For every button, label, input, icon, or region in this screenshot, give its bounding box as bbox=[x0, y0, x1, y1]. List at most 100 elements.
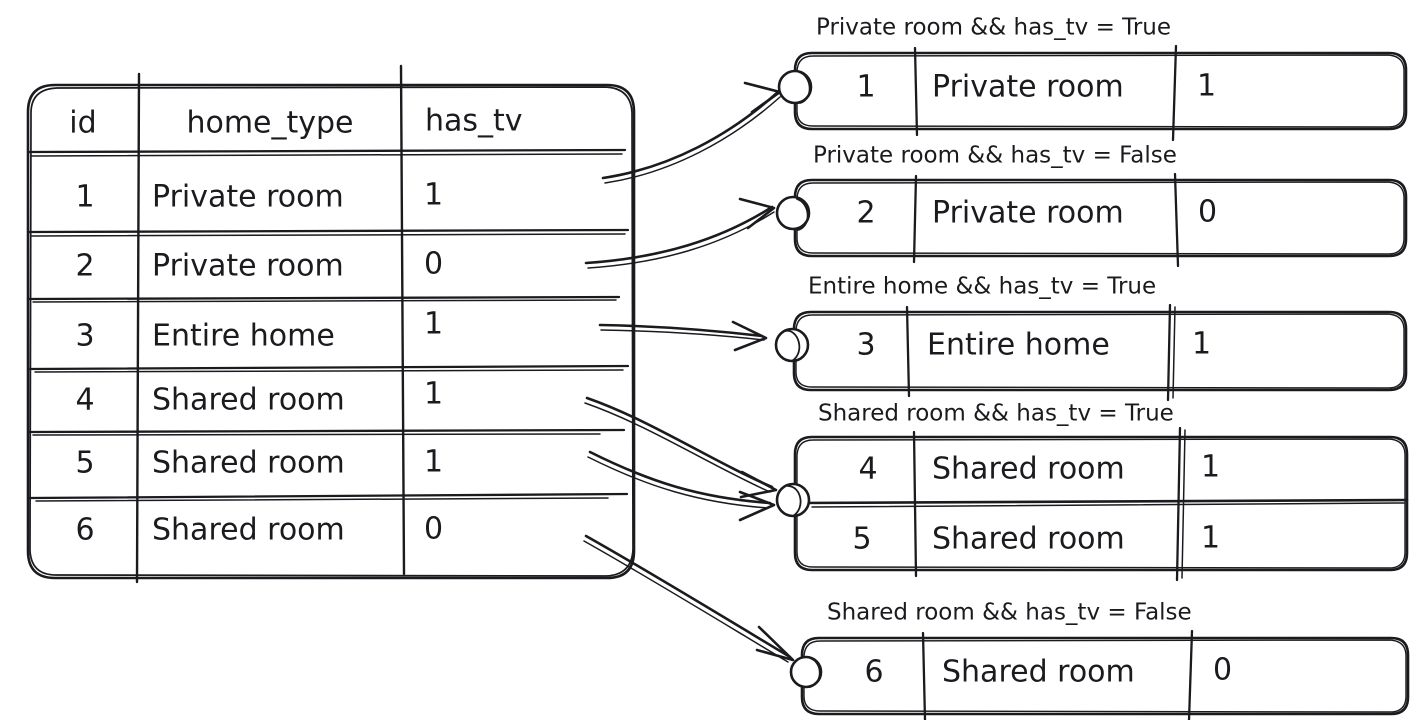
group-box-5-col-divider-2 bbox=[1187, 629, 1194, 720]
cell-home-type: Shared room bbox=[942, 655, 1135, 690]
cell-has-tv: 1 bbox=[1201, 450, 1220, 485]
group-box-1-row: 1 Private room 1 bbox=[856, 69, 1216, 105]
arrow-row-2-to-group-2 bbox=[584, 197, 776, 269]
group-label: Shared room && has_tv = True bbox=[818, 401, 1174, 427]
cell-home-type: Private room bbox=[152, 249, 344, 284]
source-table-row-divider-5 bbox=[27, 492, 629, 500]
source-table-row-divider-2 bbox=[26, 295, 621, 301]
group-box-1-connector-node bbox=[777, 69, 813, 105]
group-box-5-connector-node bbox=[789, 655, 823, 689]
group-box-3-connector-node-2 bbox=[784, 330, 801, 362]
source-table-header-divider bbox=[26, 148, 627, 154]
group-box-2-row: 2 Private room 0 bbox=[856, 195, 1217, 231]
cell-has-tv: 1 bbox=[1201, 521, 1220, 556]
group-box-2-connector-node bbox=[775, 195, 811, 231]
source-table-row-divider-4 bbox=[26, 428, 626, 434]
group-box-2-col-divider-2 bbox=[1173, 172, 1180, 268]
group-box-2-border-2 bbox=[796, 181, 1405, 255]
source-table-border-2 bbox=[29, 86, 634, 577]
arrow-row-4-to-group-4 bbox=[584, 396, 778, 499]
group-box-2-col-divider-1 bbox=[912, 174, 918, 264]
source-table-row-divider-1 bbox=[27, 228, 630, 234]
cell-home-type: Shared room bbox=[932, 452, 1125, 487]
group-box-4-row-divider-b bbox=[811, 502, 1405, 508]
source-table-row-divider-3b bbox=[34, 369, 624, 373]
group-box-4-border-2 bbox=[796, 438, 1406, 569]
group-box-3-connector-node bbox=[774, 327, 810, 363]
source-table-header-has-tv: has_tv bbox=[425, 104, 523, 139]
group-box-4: Shared room && has_tv = True 4 Shared ro… bbox=[775, 401, 1409, 582]
group-box-3: Entire home && has_tv = True 3 Entire ho… bbox=[774, 274, 1408, 402]
group-label: Private room && has_tv = False bbox=[813, 143, 1177, 169]
cell-has-tv: 1 bbox=[424, 178, 443, 213]
source-table-row-divider-1b bbox=[31, 233, 626, 237]
cell-has-tv: 0 bbox=[1213, 653, 1232, 688]
cell-id: 2 bbox=[75, 249, 94, 284]
group-box-4-connector-node-2 bbox=[787, 485, 802, 517]
source-table: id home_type has_tv 1 Private room 1 2 P… bbox=[26, 64, 636, 584]
group-label: Private room && has_tv = True bbox=[816, 15, 1171, 41]
cell-home-type: Entire home bbox=[927, 328, 1110, 363]
cell-id: 5 bbox=[852, 522, 871, 557]
group-box-1-border bbox=[793, 51, 1408, 131]
cell-id: 6 bbox=[864, 655, 883, 690]
cell-id: 2 bbox=[856, 196, 875, 231]
group-box-3-col-divider-2 bbox=[1166, 303, 1172, 402]
cell-has-tv: 1 bbox=[424, 307, 443, 342]
group-box-3-border bbox=[792, 310, 1408, 392]
group-box-5-border-2 bbox=[803, 639, 1407, 713]
group-label: Entire home && has_tv = True bbox=[808, 274, 1156, 300]
arrow-row-3-to-group-3 bbox=[598, 320, 768, 352]
group-box-4-border bbox=[793, 435, 1409, 572]
source-table-header-divider-2 bbox=[30, 153, 623, 157]
group-box-5-border bbox=[800, 636, 1410, 716]
source-table-row: 3 Entire home 1 bbox=[75, 307, 443, 354]
source-table-row-divider-2b bbox=[32, 299, 617, 303]
source-table-row-divider-5b bbox=[35, 497, 609, 502]
group-box-4-row: 4 Shared room 1 bbox=[858, 450, 1220, 487]
source-table-header-id: id bbox=[69, 106, 96, 141]
group-box-2: Private room && has_tv = False 2 Private… bbox=[775, 143, 1408, 268]
group-box-5-row: 6 Shared room 0 bbox=[864, 653, 1232, 690]
group-box-2-border bbox=[793, 178, 1408, 258]
cell-has-tv: 0 bbox=[1198, 195, 1217, 230]
cell-home-type: Shared room bbox=[152, 446, 345, 481]
cell-id: 1 bbox=[75, 180, 94, 215]
source-table-border bbox=[26, 83, 636, 580]
cell-has-tv: 1 bbox=[1192, 327, 1211, 362]
group-box-3-border-2 bbox=[795, 313, 1405, 389]
source-table-row-divider-4b bbox=[32, 433, 601, 436]
cell-has-tv: 1 bbox=[424, 445, 443, 480]
group-box-4-row: 5 Shared room 1 bbox=[852, 521, 1220, 557]
cell-has-tv: 0 bbox=[424, 512, 443, 547]
cell-has-tv: 1 bbox=[1197, 69, 1216, 104]
group-box-5: Shared room && has_tv = False 6 Shared r… bbox=[789, 600, 1410, 720]
group-box-3-col-divider-2b bbox=[1172, 306, 1176, 399]
group-box-5-connector-node-2 bbox=[809, 657, 821, 688]
cell-home-type: Shared room bbox=[152, 383, 345, 418]
cell-id: 6 bbox=[75, 513, 94, 548]
group-box-3-col-divider-1 bbox=[905, 305, 911, 398]
cell-id: 1 bbox=[856, 70, 875, 105]
group-box-5-col-divider-1 bbox=[921, 631, 927, 720]
group-box-2-connector-node-2 bbox=[796, 198, 809, 231]
source-table-row: 5 Shared room 1 bbox=[75, 445, 443, 481]
cell-home-type: Private room bbox=[152, 180, 344, 215]
cell-home-type: Private room bbox=[932, 70, 1124, 105]
group-box-1-connector-node-2 bbox=[798, 71, 811, 104]
group-box-4-col-divider-1 bbox=[912, 430, 918, 578]
group-box-3-row: 3 Entire home 1 bbox=[856, 327, 1211, 363]
group-box-4-row-divider bbox=[797, 498, 1409, 505]
cell-id: 4 bbox=[858, 452, 877, 487]
group-box-1: Private room && has_tv = True 1 Private … bbox=[777, 15, 1408, 142]
cell-has-tv: 0 bbox=[424, 247, 443, 282]
group-label: Shared room && has_tv = False bbox=[827, 600, 1192, 626]
group-box-4-connector-node bbox=[775, 482, 811, 518]
cell-id: 3 bbox=[856, 328, 875, 363]
group-box-1-col-divider-1 bbox=[913, 46, 919, 137]
source-table-header-home-type: home_type bbox=[186, 106, 353, 141]
cell-id: 5 bbox=[75, 446, 94, 481]
connectors bbox=[583, 81, 795, 663]
cell-home-type: Shared room bbox=[932, 522, 1125, 557]
